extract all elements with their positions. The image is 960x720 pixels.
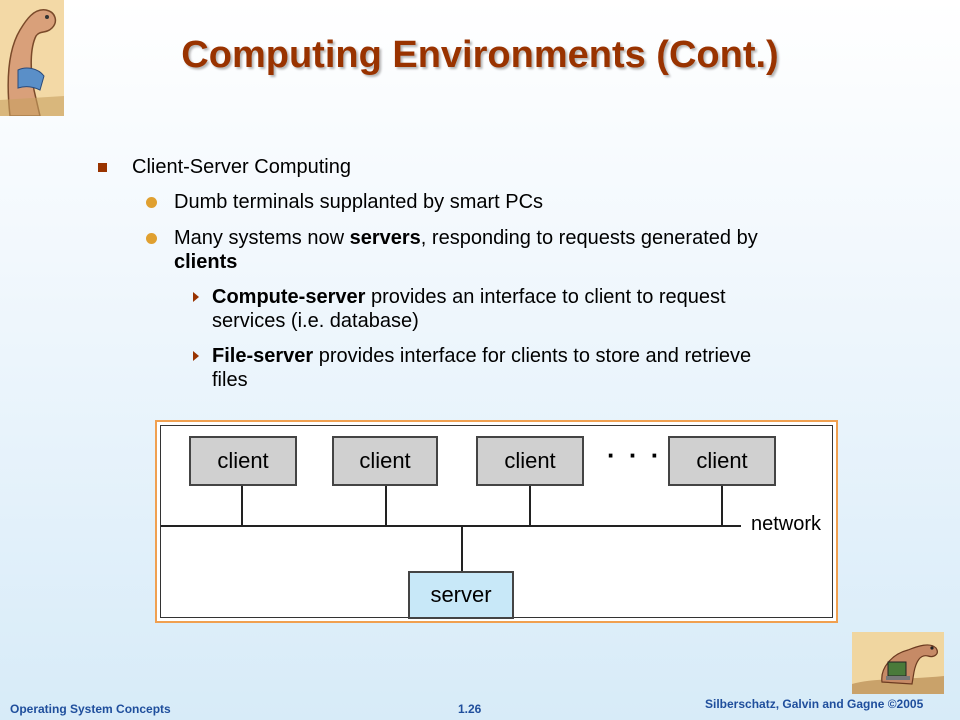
ellipsis: · · · bbox=[607, 440, 663, 470]
slide-title: Computing Environments (Cont.) bbox=[181, 34, 779, 76]
bold-term: clients bbox=[174, 251, 238, 273]
client-box: client bbox=[476, 436, 584, 486]
bullet-text: , responding to requests generated by bbox=[420, 227, 758, 249]
arrow-bullet-icon bbox=[193, 292, 199, 302]
client-server-diagram: client client client · · · client networ… bbox=[155, 420, 838, 623]
bullet-file-server: File-server provides interface for clien… bbox=[212, 344, 852, 392]
dinosaur-computer-icon bbox=[852, 632, 944, 694]
bold-term: servers bbox=[349, 227, 421, 249]
bullet-text: files bbox=[212, 369, 248, 391]
bullet-compute-server: Compute-server provides an interface to … bbox=[212, 285, 852, 333]
bullet-text: provides interface for clients to store … bbox=[313, 345, 752, 367]
bullet-text: Many systems now bbox=[174, 227, 350, 249]
network-label: network bbox=[751, 513, 822, 535]
footer-course: Operating System Concepts bbox=[10, 702, 171, 716]
round-bullet-icon bbox=[146, 197, 157, 208]
client-box: client bbox=[189, 436, 297, 486]
arrow-bullet-icon bbox=[193, 351, 199, 361]
footer-slide-number: 1.26 bbox=[458, 702, 482, 716]
bold-term: Compute-server bbox=[212, 286, 366, 308]
round-bullet-icon bbox=[146, 233, 157, 244]
client-connector bbox=[721, 486, 723, 526]
bullet-text: provides an interface to client to reque… bbox=[365, 286, 726, 308]
client-connector bbox=[529, 486, 531, 526]
square-bullet-icon bbox=[98, 163, 107, 172]
bullet-dumb-terminals: Dumb terminals supplanted by smart PCs bbox=[174, 191, 544, 213]
bullet-client-server: Client-Server Computing bbox=[132, 156, 351, 178]
client-box: client bbox=[332, 436, 438, 486]
bold-term: File-server bbox=[212, 345, 314, 367]
bullet-text: services (i.e. database) bbox=[212, 310, 419, 332]
diagram-frame: client client client · · · client networ… bbox=[160, 425, 833, 619]
server-box: server bbox=[408, 571, 514, 619]
client-connector bbox=[241, 486, 243, 526]
bullet-many-systems: Many systems now servers, responding to … bbox=[174, 226, 854, 274]
dinosaur-illustration-icon bbox=[0, 0, 64, 116]
client-box: client bbox=[668, 436, 776, 486]
server-connector bbox=[461, 527, 463, 572]
network-line bbox=[161, 525, 741, 527]
client-connector bbox=[385, 486, 387, 526]
footer-credit: Silberschatz, Galvin and Gagne ©2005 bbox=[705, 697, 924, 711]
